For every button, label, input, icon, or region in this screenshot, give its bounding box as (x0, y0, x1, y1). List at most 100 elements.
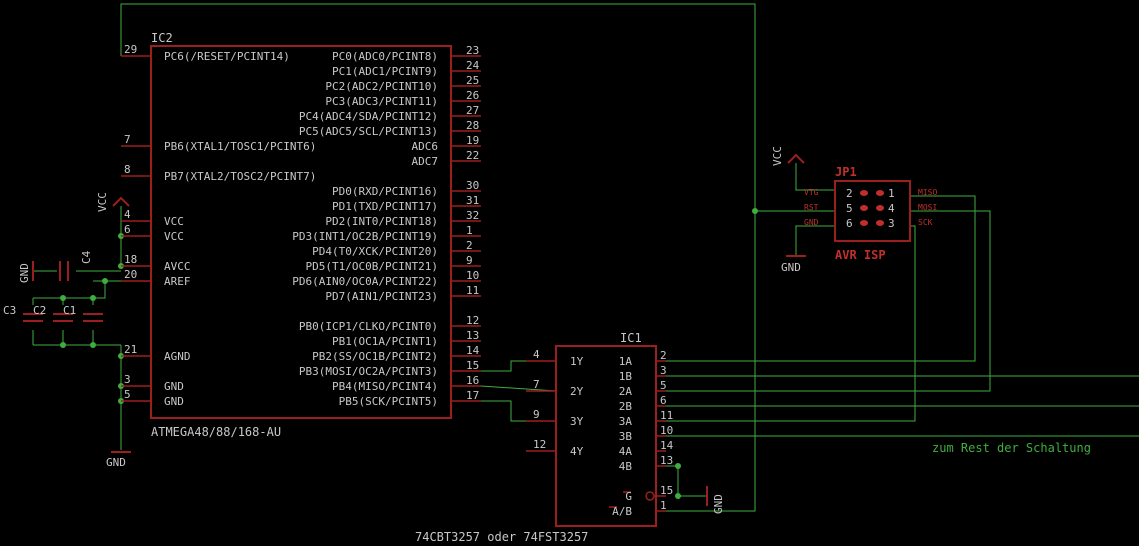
ic2-part: ATMEGA48/88/168-AU (151, 425, 281, 439)
ic2-pin-number: 16 (466, 374, 479, 387)
ic1-pin-label: A/B (612, 505, 632, 518)
ic1-pin-label: 2B (619, 400, 633, 413)
ic2-pin-number: 24 (466, 59, 480, 72)
ic2-pin-number: 3 (124, 373, 131, 386)
ic1-pin-label: 3A (619, 415, 633, 428)
note-rest-of-circuit: zum Rest der Schaltung (932, 441, 1091, 455)
ic2-pin-label: PD4(T0/XCK/PCINT20) (312, 245, 438, 258)
jp1-pin-signal-left: RST (804, 203, 819, 212)
ic2-pin-label: ADC7 (412, 155, 439, 168)
ic1-pin-number: 4 (533, 348, 540, 361)
ic1-pin-number: 11 (660, 409, 673, 422)
ic2-pin-label: PD6(AIN0/OC0A/PCINT22) (292, 275, 438, 288)
ic1-pin-number: 15 (660, 484, 673, 497)
c1-label: C1 (63, 304, 76, 317)
ic2-pin-label: PC0(ADC0/PCINT8) (332, 50, 438, 63)
ic2-pin-number: 5 (124, 388, 131, 401)
ic2-pin-number: 23 (466, 44, 479, 57)
ic2-pin-label: PD1(TXD/PCINT17) (332, 200, 438, 213)
ic1-pin-number: 12 (533, 438, 546, 451)
jp1-pin-number: 4 (888, 202, 895, 215)
ic2-pin-number: 20 (124, 268, 137, 281)
ic2-pin-label: PC4(ADC4/SDA/PCINT12) (299, 110, 438, 123)
ic1-pin-label: 3Y (570, 415, 584, 428)
ic2-pin-number: 7 (124, 133, 131, 146)
ic2-pin-number: 31 (466, 194, 479, 207)
ic2-pin-label: PD0(RXD/PCINT16) (332, 185, 438, 198)
ic1: IC1 74CBT3257 oder 74FST3257 41Y72Y93Y12… (415, 331, 674, 544)
ic2-pin-number: 22 (466, 149, 479, 162)
ic2-pin-label: PB7(XTAL2/TOSC2/PCINT7) (164, 170, 316, 183)
ic1-pin-label: 1A (619, 355, 633, 368)
ic1-pin-label: 4A (619, 445, 633, 458)
jp1-pin-pad (876, 190, 884, 196)
ic2-pin-label: PC3(ADC3/PCINT11) (325, 95, 438, 108)
jp1-pin-signal-right: MOSI (918, 203, 937, 212)
ic1-pin-number: 7 (533, 378, 540, 391)
ic1-part: 74CBT3257 oder 74FST3257 (415, 530, 588, 544)
jp1-pin-signal-left: GND (804, 218, 819, 227)
jp1-pin-number: 5 (846, 202, 853, 215)
ic1-pin-number: 3 (660, 364, 667, 377)
ic2-pin-number: 27 (466, 104, 479, 117)
ic2-pin-number: 8 (124, 163, 131, 176)
vcc-label-isp: VCC (771, 146, 784, 166)
ic2-pin-label: PB2(SS/OC1B/PCINT2) (312, 350, 438, 363)
ic2-pin-number: 15 (466, 359, 479, 372)
ic2-pin-number: 2 (466, 239, 473, 252)
ic1-pin-label: 2Y (570, 385, 584, 398)
jp1-pin-number: 2 (846, 187, 853, 200)
ic2-pin-number: 14 (466, 344, 480, 357)
ic2-pin-number: 32 (466, 209, 479, 222)
jp1-pin-pad (860, 205, 868, 211)
ic2-pin-number: 26 (466, 89, 479, 102)
ic1-name: IC1 (620, 331, 642, 345)
ic1-pin-number: 1 (660, 499, 667, 512)
c2-label: C2 (33, 304, 46, 317)
junctions (60, 208, 758, 499)
ic1-pin-label: 4B (619, 460, 633, 473)
ic1-pin-label: 1B (619, 370, 633, 383)
ic2-pin-label: AGND (164, 350, 191, 363)
ic2-pin-label: AVCC (164, 260, 191, 273)
ic2-pin-label: AREF (164, 275, 191, 288)
ic2-pin-number: 28 (466, 119, 479, 132)
ic2-pin-number: 12 (466, 314, 479, 327)
ic1-pin-number: 5 (660, 379, 667, 392)
gnd-label-mux: GND (712, 494, 725, 514)
ic2-pin-number: 1 (466, 224, 473, 237)
jp1-pin-pad (860, 190, 868, 196)
ic2-pin-label: PB5(SCK/PCINT5) (339, 395, 438, 408)
jp1-pin-number: 3 (888, 217, 895, 230)
ic2-pin-number: 21 (124, 343, 137, 356)
vcc-label-left: VCC (96, 192, 109, 212)
ic2-pin-label: PD7(AIN1/PCINT23) (325, 290, 438, 303)
ic2-pin-number: 4 (124, 208, 131, 221)
ic2-pin-number: 6 (124, 223, 131, 236)
ic1-pin-label: 3B (619, 430, 633, 443)
ic2-pin-label: PB1(OC1A/PCINT1) (332, 335, 438, 348)
gnd-label-bottom: GND (106, 456, 126, 469)
ic1-pin-number: 6 (660, 394, 667, 407)
ic2-pin-label: PD2(INT0/PCINT18) (325, 215, 438, 228)
ic1-pin-number: 2 (660, 349, 667, 362)
ic1-pin-number: 10 (660, 424, 673, 437)
ic2-pin-number: 29 (124, 43, 137, 56)
ic2-pin-label: GND (164, 380, 184, 393)
jp1-pin-signal-right: MISO (918, 188, 937, 197)
ic2-pin-label: ADC6 (412, 140, 439, 153)
ic2-pin-label: PC5(ADC5/SCL/PCINT13) (299, 125, 438, 138)
ic2-name: IC2 (151, 31, 173, 45)
ic1-pin-label: 4Y (570, 445, 584, 458)
ic1-pin-label: G (625, 490, 632, 503)
ic1-pin-label: 1Y (570, 355, 584, 368)
ic2-pin-label: GND (164, 395, 184, 408)
gnd-label-c4: GND (18, 263, 31, 283)
ic2-pin-label: PD5(T1/OC0B/PCINT21) (306, 260, 438, 273)
ic2-pin-label: PB0(ICP1/CLKO/PCINT0) (299, 320, 438, 333)
ic2-pin-label: PB3(MOSI/OC2A/PCINT3) (299, 365, 438, 378)
jp1-pin-signal-left: VTG (804, 188, 819, 197)
jp1-pin-pad (876, 220, 884, 226)
jp1-value: AVR ISP (835, 248, 886, 262)
